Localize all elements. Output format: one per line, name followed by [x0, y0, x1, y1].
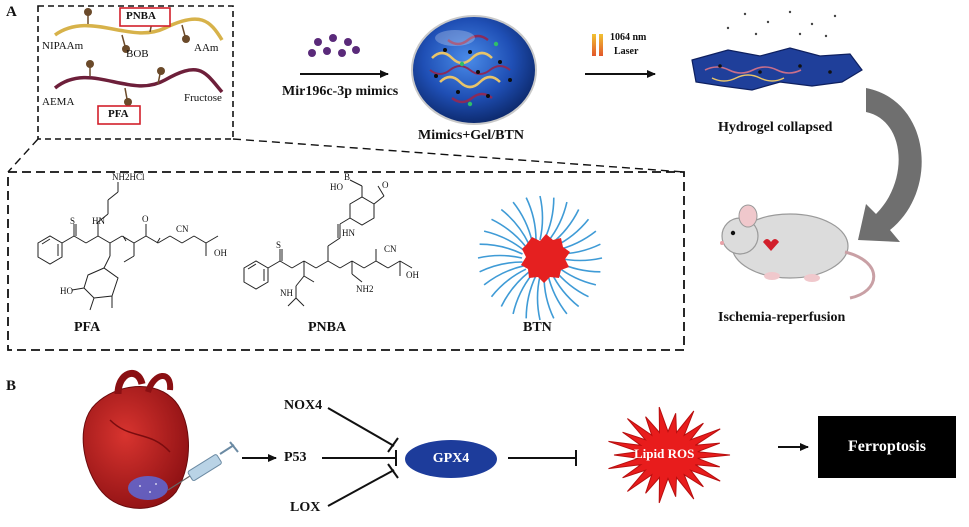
btn-ray — [490, 268, 527, 298]
lipid-ros-label: Lipid ROS — [634, 446, 695, 461]
gpx4-node: GPX4 — [405, 440, 497, 478]
btn-ray — [483, 265, 524, 286]
pfa-oh: OH — [214, 248, 227, 258]
pnba-structure — [243, 179, 413, 307]
pfa-cn: CN — [176, 224, 189, 234]
zoom-line-left — [7, 138, 39, 173]
btn-ray — [525, 197, 537, 241]
ferroptosis-node: Ferroptosis — [818, 416, 956, 478]
mimics-label: Mir196c-3p mimics — [282, 84, 399, 99]
btn-ray — [536, 275, 541, 321]
pfa-label-box — [97, 105, 141, 125]
pnba-chain — [53, 17, 224, 41]
polymer-box — [37, 5, 234, 140]
pnba-cn: CN — [384, 244, 397, 254]
btn-ray — [477, 254, 523, 259]
laser-icon — [592, 34, 603, 56]
fructose-label: Fructose — [184, 92, 222, 104]
btn-ray — [500, 208, 530, 245]
gel-label: Mimics+Gel/BTN — [418, 128, 524, 143]
collapsed-label: Hydrogel collapsed — [718, 120, 833, 135]
structures-box — [7, 171, 685, 351]
gel-sphere — [411, 15, 537, 125]
input-lox: LOX — [290, 500, 321, 515]
pnba-hn: HN — [342, 228, 355, 238]
gpx4-label: GPX4 — [432, 451, 470, 466]
heart-illustration — [82, 369, 189, 509]
inhibition-lines — [322, 407, 577, 507]
mouse-label: Ischemia-reperfusion — [718, 310, 846, 325]
curved-arrow — [858, 88, 922, 242]
nipaam-label: NIPAAm — [42, 40, 84, 52]
input-p53: P53 — [284, 450, 307, 465]
pfa-o: O — [142, 214, 149, 224]
zoom-line-right — [232, 138, 685, 173]
pfa-structure — [37, 182, 219, 311]
pfa-ho: HO — [60, 286, 73, 296]
aam-label: AAm — [194, 42, 219, 54]
panel-a-letter: A — [6, 4, 17, 20]
btn-ray — [550, 209, 580, 245]
btn-ray — [500, 271, 530, 307]
btn-ray — [525, 275, 537, 319]
collapsed-hydrogel — [691, 10, 863, 91]
btn-nanoparticle — [477, 195, 603, 321]
pnba-oh: OH — [406, 270, 419, 280]
pnba-b: B — [344, 172, 351, 182]
pnba-label-box — [119, 7, 171, 27]
btn-ray — [479, 243, 523, 255]
ferroptosis-label: Ferroptosis — [848, 438, 926, 455]
pfa-s: S — [70, 216, 76, 226]
laser-label: Laser — [614, 46, 639, 57]
pnba-o: O — [382, 180, 389, 190]
pnba-name: PNBA — [308, 320, 347, 335]
syringe-icon — [167, 441, 239, 491]
btn-ray — [483, 230, 525, 251]
btn-name: BTN — [523, 320, 552, 335]
pfa-beads — [86, 60, 165, 106]
aema-label: AEMA — [42, 96, 75, 108]
pfa-chain — [53, 68, 224, 94]
panel-b-letter: B — [6, 378, 17, 394]
pnba-box-label: PNBA — [126, 10, 156, 22]
btn-ray — [543, 275, 555, 319]
lipid-ros-burst — [608, 406, 731, 504]
laser-wavelength-label: 1064 nm — [610, 32, 647, 43]
pfa-box-label: PFA — [108, 108, 129, 120]
pnba-nh: NH — [280, 288, 293, 298]
btn-ray — [491, 218, 527, 248]
pfa-name: PFA — [74, 320, 101, 335]
pnba-ho: HO — [330, 182, 343, 192]
btn-ray — [539, 195, 544, 241]
bob-label: BOB — [126, 48, 149, 60]
pnba-s: S — [276, 240, 282, 250]
input-nox4: NOX4 — [284, 398, 323, 413]
pfa-nh2hcl: NH2HCl — [112, 172, 145, 182]
pfa-hn: HN — [92, 216, 105, 226]
btn-ray — [479, 261, 523, 273]
pnba-nh2: NH2 — [356, 284, 374, 294]
btn-ray — [543, 197, 555, 241]
mimics-dots — [308, 34, 360, 57]
mouse-icon — [720, 204, 876, 300]
